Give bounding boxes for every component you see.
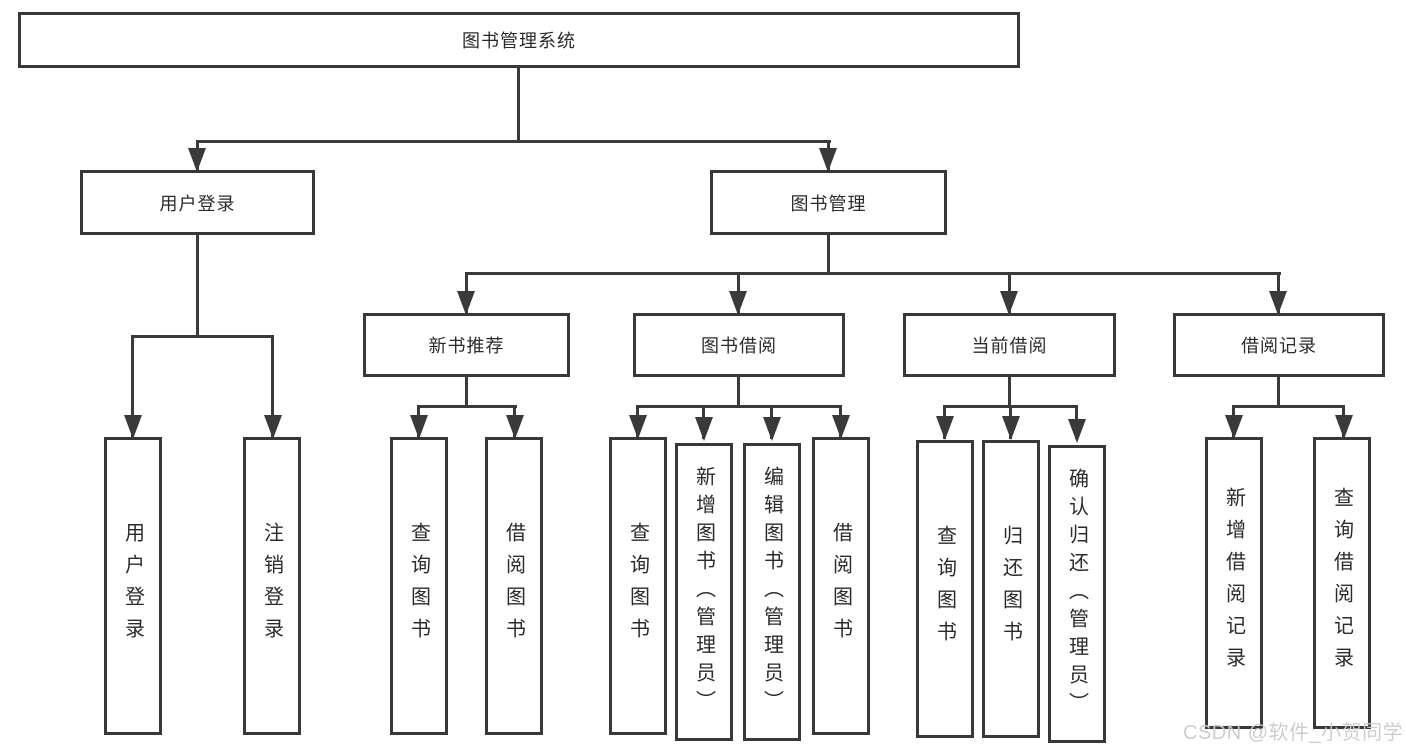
connector-line [1277, 377, 1280, 408]
arrowhead-icon [629, 415, 647, 439]
node-book-management-label: 图书管理 [790, 193, 867, 214]
connector-line [465, 377, 468, 408]
connector-line [131, 335, 134, 439]
leaf-query-books-recommend: 查询图书 [390, 437, 448, 735]
connector-line [271, 335, 274, 439]
connector-line [1008, 377, 1011, 408]
leaf-return-book: 归还图书 [982, 440, 1040, 738]
node-user-login-label: 用户登录 [159, 193, 236, 214]
arrowhead-icon [1000, 291, 1018, 315]
arrowhead-icon [936, 416, 954, 440]
arrowhead-icon [506, 415, 524, 439]
node-new-book-recommend: 新书推荐 [363, 313, 570, 377]
leaf-add-borrow-record: 新增借阅记录 [1205, 437, 1263, 729]
connector-line [827, 235, 830, 275]
connector-line [1233, 405, 1344, 408]
arrowhead-icon [188, 148, 206, 172]
arrowhead-icon [457, 291, 475, 315]
csdn-watermark: CSDN @软件_小贺同学 [1183, 722, 1404, 744]
arrowhead-icon [124, 415, 142, 439]
arrowhead-icon [832, 415, 850, 439]
connector-line [132, 335, 274, 338]
arrowhead-icon [819, 148, 837, 172]
node-borrow-records: 借阅记录 [1173, 313, 1385, 377]
arrowhead-icon [1335, 415, 1353, 439]
leaf-query-borrow-record: 查询借阅记录 [1313, 437, 1371, 729]
arrowhead-icon [410, 415, 428, 439]
node-book-borrow-label: 图书借阅 [701, 336, 777, 356]
arrowhead-icon [729, 291, 747, 315]
node-borrow-records-label: 借阅记录 [1241, 336, 1317, 356]
connector-line [637, 405, 842, 408]
leaf-add-book-admin: 新增图书（管理员） [675, 443, 733, 741]
arrowhead-icon [1269, 291, 1287, 315]
node-book-management: 图书管理 [710, 170, 947, 235]
arrowhead-icon [264, 415, 282, 439]
node-current-borrow-label: 当前借阅 [971, 336, 1048, 356]
connector-line [517, 68, 520, 143]
node-current-borrow: 当前借阅 [903, 313, 1116, 377]
connector-line [196, 140, 831, 143]
connector-line [196, 235, 199, 335]
arrowhead-icon [1225, 415, 1243, 439]
node-book-borrow: 图书借阅 [633, 313, 845, 377]
leaf-borrow-books-recommend: 借阅图书 [485, 437, 543, 735]
node-root-system: 图书管理系统 [18, 12, 1020, 68]
arrowhead-icon [763, 417, 781, 441]
node-root-system-label: 图书管理系统 [462, 31, 576, 51]
connector-line [465, 272, 1281, 275]
arrowhead-icon [1068, 419, 1086, 443]
leaf-user-login: 用户登录 [104, 437, 162, 735]
arrowhead-icon [695, 417, 713, 441]
leaf-query-books-borrow: 查询图书 [609, 437, 667, 735]
connector-line [418, 405, 517, 408]
leaf-borrow-books-borrow: 借阅图书 [812, 437, 870, 735]
leaf-logout: 注销登录 [243, 437, 301, 735]
leaf-edit-book-admin: 编辑图书（管理员） [743, 443, 801, 741]
connector-line [737, 377, 740, 408]
leaf-confirm-return-admin: 确认归还（管理员） [1048, 445, 1106, 743]
arrowhead-icon [1002, 416, 1020, 440]
node-user-login: 用户登录 [80, 170, 315, 235]
leaf-query-books-current: 查询图书 [916, 440, 974, 738]
node-new-book-recommend-label: 新书推荐 [428, 336, 505, 356]
